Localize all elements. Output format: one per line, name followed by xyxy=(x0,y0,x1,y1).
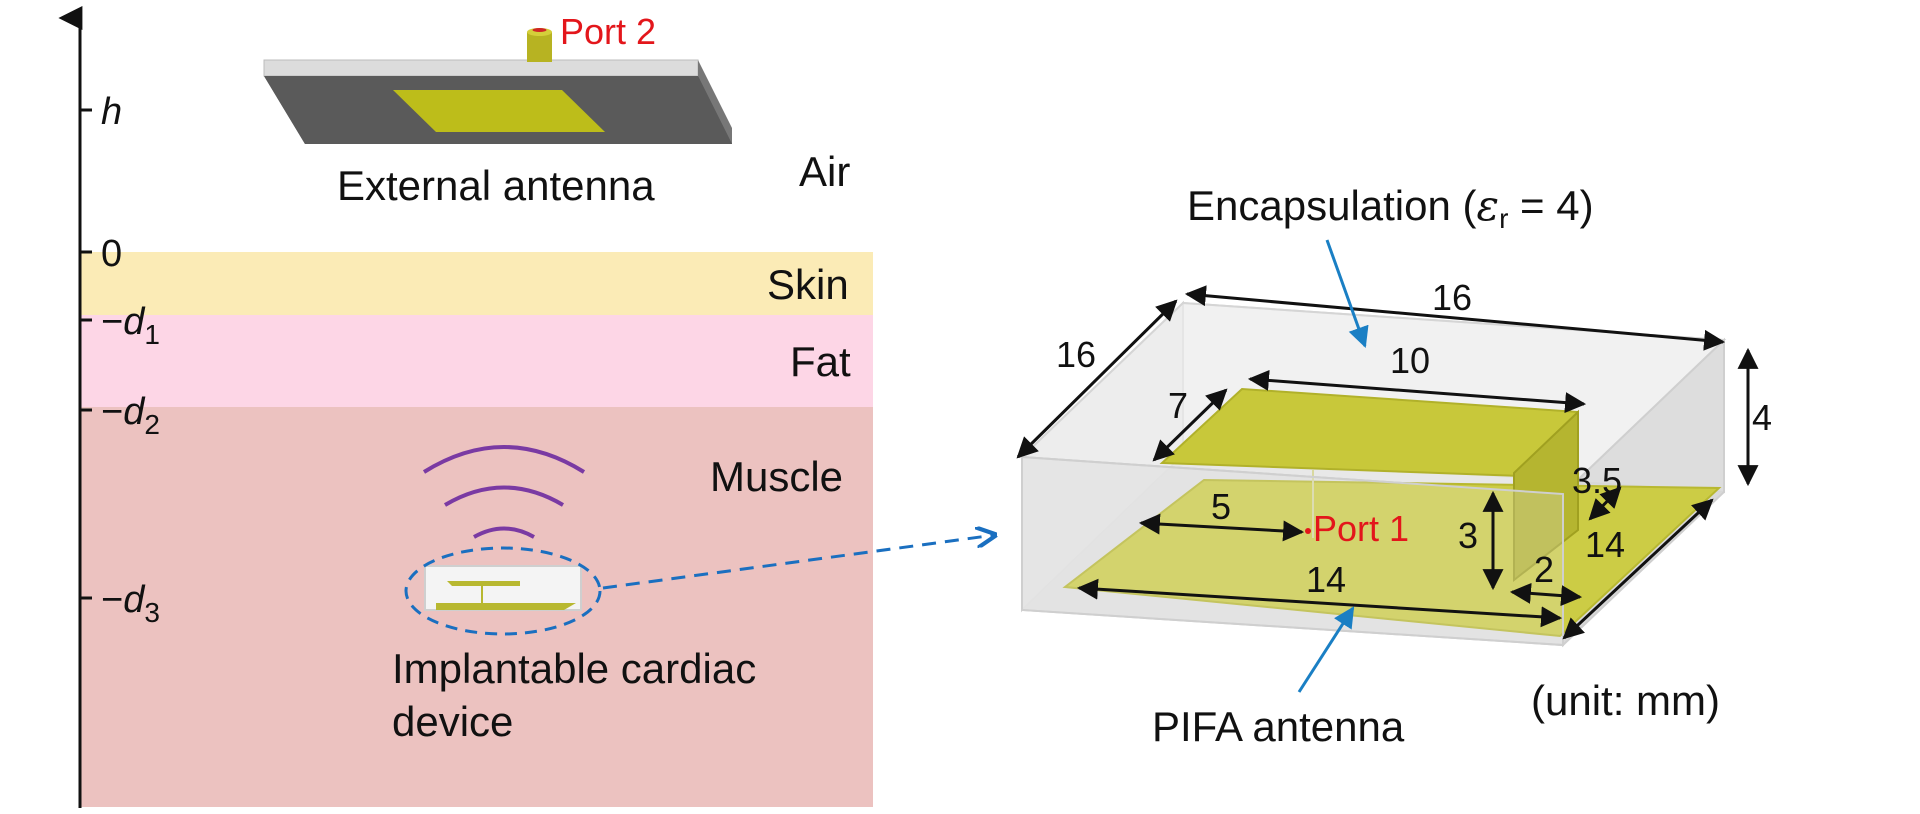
unit-label: (unit: mm) xyxy=(1531,677,1720,724)
tick-d3-letter: d xyxy=(123,579,146,621)
external-antenna xyxy=(263,28,732,144)
port1-feed-dot xyxy=(1305,528,1311,534)
zoom-dashed-arrow xyxy=(602,535,995,590)
implant-label-line1: Implantable cardiac xyxy=(392,645,756,692)
tick-d2-letter: d xyxy=(123,391,146,433)
dim-feed-offset: 5 xyxy=(1211,486,1231,527)
tick-d3: −d3 xyxy=(101,579,160,628)
implant-device xyxy=(404,546,602,636)
tick-d2-sub: 2 xyxy=(144,409,160,440)
dimension-lines xyxy=(1016,285,1759,640)
port1-label: Port 1 xyxy=(1313,508,1409,549)
axis-ticks xyxy=(80,108,92,600)
dim-ground-length: 14 xyxy=(1306,559,1346,600)
port2-label: Port 2 xyxy=(560,11,656,52)
muscle-label: Muscle xyxy=(710,453,843,500)
dim-enc-width: 16 xyxy=(1056,334,1096,375)
tick-d2: −d2 xyxy=(101,391,160,440)
port2-connector xyxy=(527,32,552,62)
encapsulation-label: Encapsulation (εr = 4) xyxy=(1187,181,1594,234)
encapsulation-pointer xyxy=(1325,239,1369,348)
tick-d3-sign: − xyxy=(101,579,123,621)
tick-d1: −d1 xyxy=(101,301,160,350)
encapsulation-suffix: = 4) xyxy=(1508,182,1593,229)
tick-zero: 0 xyxy=(101,233,122,275)
skin-layer xyxy=(80,252,873,315)
skin-label: Skin xyxy=(767,261,849,308)
tick-d1-letter: d xyxy=(123,301,146,343)
air-label: Air xyxy=(799,148,850,195)
encapsulation-prefix: Encapsulation ( xyxy=(1187,182,1477,229)
dim-short-offset: 2 xyxy=(1534,549,1554,590)
fat-layer xyxy=(80,315,873,407)
external-antenna-label: External antenna xyxy=(337,162,655,209)
dim-short-height: 3 xyxy=(1458,515,1478,556)
tick-h: h xyxy=(101,91,122,133)
implant-label-line2: device xyxy=(392,698,513,745)
tick-d1-sub: 1 xyxy=(144,319,160,350)
implant-dashed-circle xyxy=(404,546,602,636)
radiation-waves xyxy=(422,445,586,539)
fat-label: Fat xyxy=(790,338,851,385)
pifa-pointer xyxy=(1297,606,1355,693)
pifa-label: PIFA antenna xyxy=(1152,703,1405,750)
encapsulation-epsilon-sub: r xyxy=(1499,203,1508,234)
encapsulation-epsilon: ε xyxy=(1477,181,1500,230)
dim-short-width: 3.5 xyxy=(1572,460,1622,501)
dim-enc-height: 4 xyxy=(1752,397,1772,438)
dim-patch-length: 10 xyxy=(1390,340,1430,381)
tick-d1-sign: − xyxy=(101,301,123,343)
tick-d2-sign: − xyxy=(101,391,123,433)
dim-ground-width: 14 xyxy=(1585,524,1625,565)
dim-enc-length: 16 xyxy=(1432,277,1472,318)
tick-d3-sub: 3 xyxy=(144,597,160,628)
dim-patch-width: 7 xyxy=(1168,385,1188,426)
external-patch xyxy=(393,90,605,132)
